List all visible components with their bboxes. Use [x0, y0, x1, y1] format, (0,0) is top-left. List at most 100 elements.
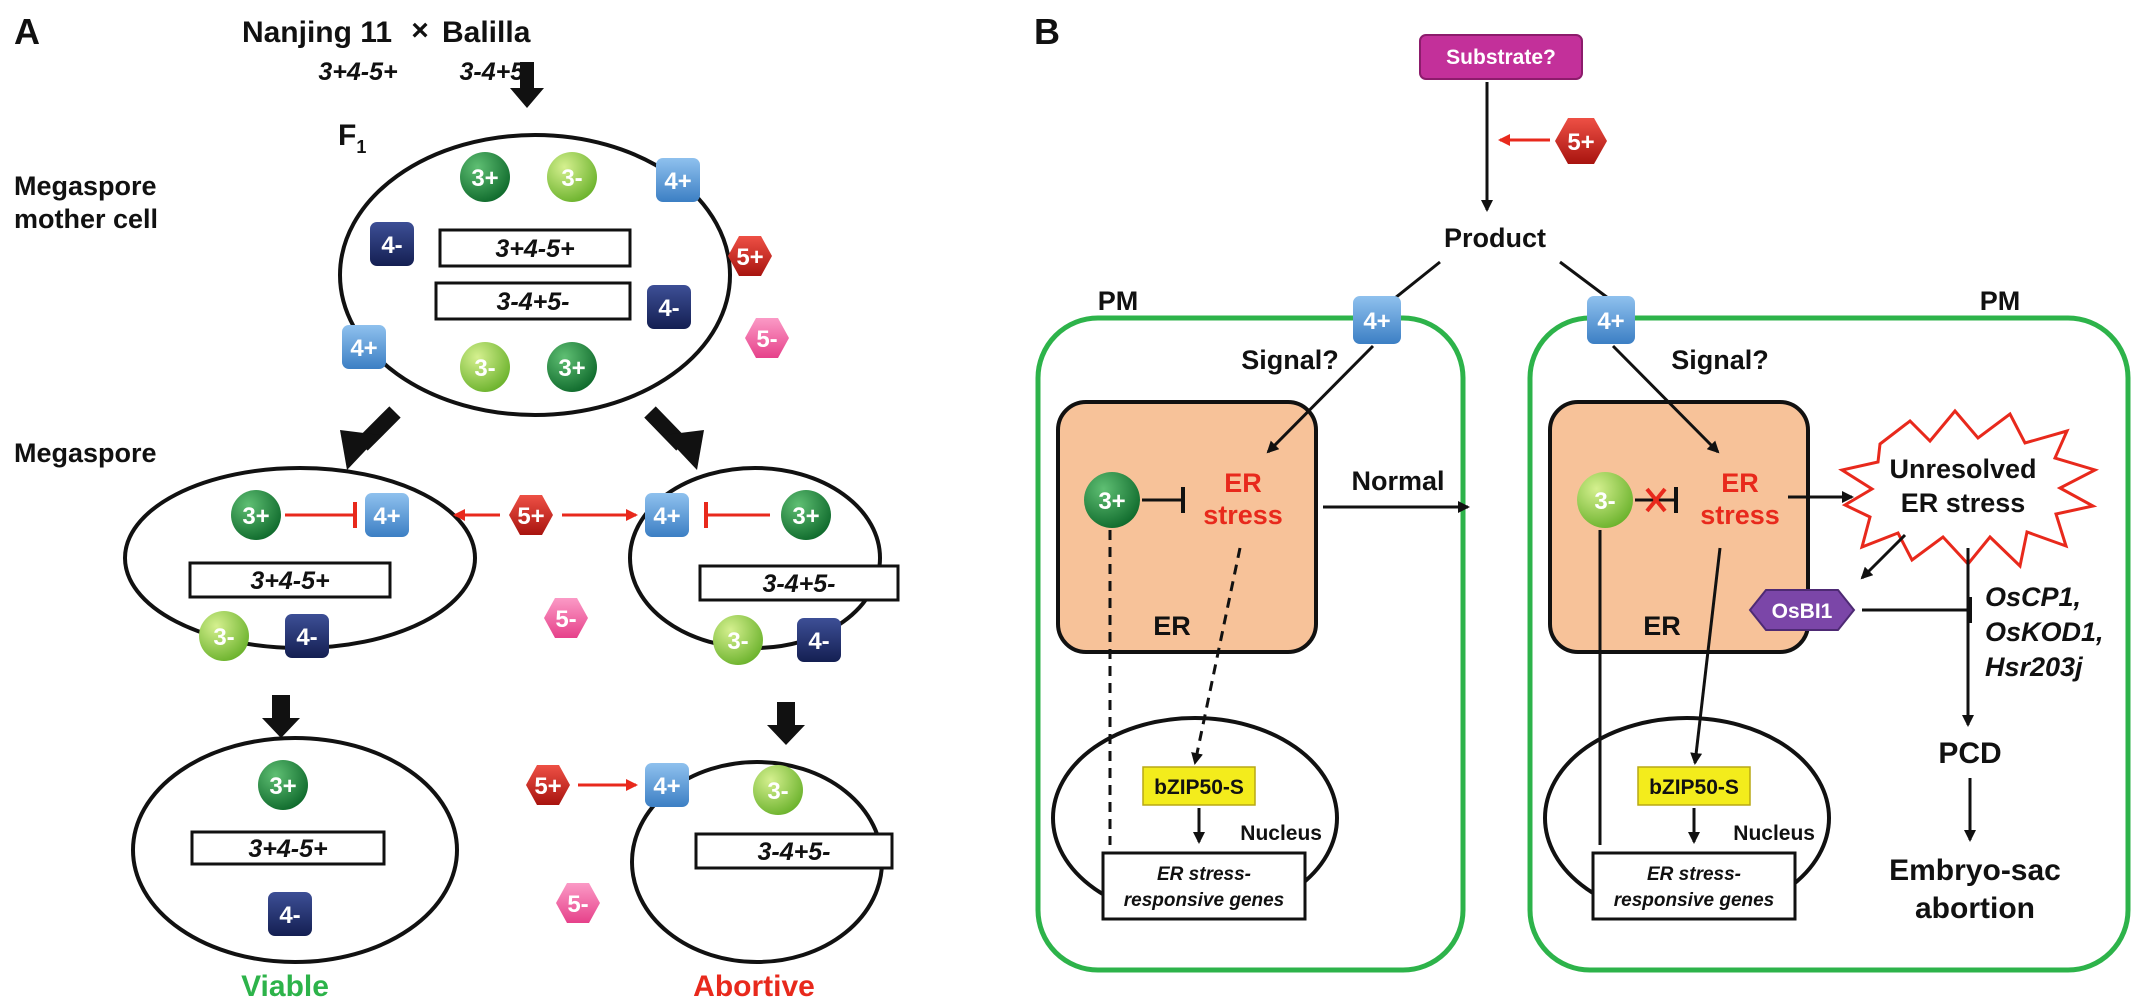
- s3-minus-sphere: [547, 152, 597, 202]
- abortive-chromosome: [694, 832, 894, 870]
- s5-plus-label: 5+: [1567, 129, 1594, 156]
- s3-plus-sphere: [258, 760, 308, 810]
- s3-minus-sphere: [460, 342, 510, 392]
- pm-left-label: PM: [1098, 286, 1139, 316]
- parent1-genotype: 3+4-5+: [318, 58, 398, 86]
- s5-plus-label: 5+: [736, 244, 763, 271]
- substrate-box: [1419, 34, 1583, 80]
- s4-plus-label: 4+: [664, 168, 691, 195]
- embryo-line1: Embryo-sac: [1889, 854, 2061, 887]
- er-left-label: ER: [1153, 611, 1191, 641]
- megaspore-right-chromosome: [698, 564, 900, 602]
- s5-plus-label: 5+: [517, 503, 544, 530]
- gene-oscp1: OsCP1,: [1985, 582, 2081, 612]
- megaspore-right-chromosome-label: 3-4+5-: [763, 570, 836, 598]
- s3-minus-sphere: [713, 615, 763, 665]
- s4-plus-square: [656, 158, 700, 202]
- unresolved-line1: Unresolved: [1889, 454, 2036, 484]
- s4-minus-square: [268, 892, 312, 936]
- meiosis-arrow-right-head: [664, 430, 704, 470]
- s3-plus-label: 3+: [792, 503, 819, 530]
- bzip50s-label: bZIP50-S: [1154, 776, 1244, 799]
- s4-plus-square: [365, 493, 409, 537]
- arrow-to-bzip-right: [1690, 547, 1722, 765]
- s5-minus-hexagon: [556, 883, 600, 923]
- s3-plus-label: 3+: [269, 773, 296, 800]
- nucleus-right-label: Nucleus: [1733, 822, 1815, 845]
- cross-symbol: ×: [411, 14, 429, 47]
- abortive-chromosome-label: 3-4+5-: [758, 838, 831, 866]
- normal-label: Normal: [1351, 466, 1444, 496]
- er-right: [1548, 400, 1810, 654]
- s5-plus-label: 5+: [534, 773, 561, 800]
- s3-minus-label: 3-: [767, 778, 788, 805]
- s3-minus-label: 3-: [727, 628, 748, 655]
- s4-plus-label: 4+: [373, 503, 400, 530]
- s5-plus-hexagon: [509, 495, 553, 535]
- unresolved-to-osbi1-arrow: [1860, 533, 1907, 580]
- viable-cell-ellipse: [131, 736, 459, 964]
- s4-minus-label: 4-: [279, 902, 300, 929]
- s4-minus-label: 4-: [296, 624, 317, 651]
- product-label: Product: [1444, 223, 1546, 253]
- parent1-name: Nanjing 11: [242, 16, 392, 49]
- mmc-chromosome-b: [434, 281, 632, 321]
- s5-minus-label: 5-: [756, 326, 777, 353]
- abortive-label: Abortive: [693, 970, 815, 1002]
- mmc-chromosome-a: [438, 228, 632, 268]
- viable-chromosome-label: 3+4-5+: [248, 835, 328, 863]
- product-to-4plus-left: [1394, 260, 1441, 300]
- pm-left: [1035, 315, 1466, 973]
- s4-minus-square: [647, 285, 691, 329]
- s3-plus-sphere: [781, 490, 831, 540]
- s4-plus-square: [645, 763, 689, 807]
- bzip50s-box: [1637, 766, 1751, 806]
- er-stress-left-line2: stress: [1203, 500, 1283, 530]
- er-stress-right-line1: ER: [1721, 468, 1759, 498]
- s3-minus-label: 3-: [213, 624, 234, 651]
- signal-left-label: Signal?: [1241, 345, 1339, 375]
- genes-right-line2: responsive genes: [1614, 890, 1775, 911]
- signal-arrow-left: [1266, 344, 1375, 454]
- product-to-4plus-right: [1559, 260, 1609, 300]
- signal-right-label: Signal?: [1671, 345, 1769, 375]
- s4-minus-square: [285, 614, 329, 658]
- f1-label: F1: [338, 119, 366, 157]
- panel-b: B Substrate? 5+ Product PM 4+ Signal? 3+…: [1034, 11, 2131, 973]
- unresolved-line2: ER stress: [1901, 488, 2026, 518]
- blocked-x-mark: [1645, 487, 1667, 513]
- s3-plus-label: 3+: [242, 503, 269, 530]
- viable-chromosome: [190, 830, 386, 866]
- s3-minus-sphere: [1577, 472, 1633, 528]
- signal-arrow-right: [1611, 344, 1720, 454]
- embryo-line2: abortion: [1915, 892, 2035, 925]
- viable-label: Viable: [241, 970, 329, 1002]
- s5-plus-hexagon: [728, 236, 772, 276]
- s4-minus-label: 4-: [381, 232, 402, 259]
- genes-left-line1: ER stress-: [1157, 864, 1251, 885]
- genes-right-line1: ER stress-: [1647, 864, 1741, 885]
- s4-plus-label: 4+: [653, 503, 680, 530]
- s5-minus-hexagon: [544, 598, 588, 638]
- genes-left-line2: responsive genes: [1124, 890, 1285, 911]
- s3-plus-sphere: [460, 152, 510, 202]
- er-stress-left-line1: ER: [1224, 468, 1262, 498]
- s3-plus-sphere: [231, 490, 281, 540]
- s3-plus-label: 3+: [471, 165, 498, 192]
- genes-left-box: [1101, 851, 1307, 921]
- osbi1-label: OsBI1: [1772, 600, 1833, 623]
- parent2-name: Balilla: [442, 16, 531, 49]
- s4-plus-label: 4+: [1363, 308, 1390, 335]
- gene-oskod1: OsKOD1,: [1985, 617, 2104, 647]
- down-arrow-left: [262, 695, 300, 738]
- pm-right-label: PM: [1980, 286, 2021, 316]
- s4-plus-square: [342, 325, 386, 369]
- gene-hsr203j: Hsr203j: [1985, 652, 2083, 682]
- s4-minus-square: [370, 222, 414, 266]
- s4-plus-label: 4+: [350, 335, 377, 362]
- s4-minus-label: 4-: [808, 628, 829, 655]
- s5-minus-hexagon: [745, 318, 789, 358]
- megaspore-label: Megaspore: [14, 438, 157, 468]
- s5-minus-label: 5-: [555, 606, 576, 633]
